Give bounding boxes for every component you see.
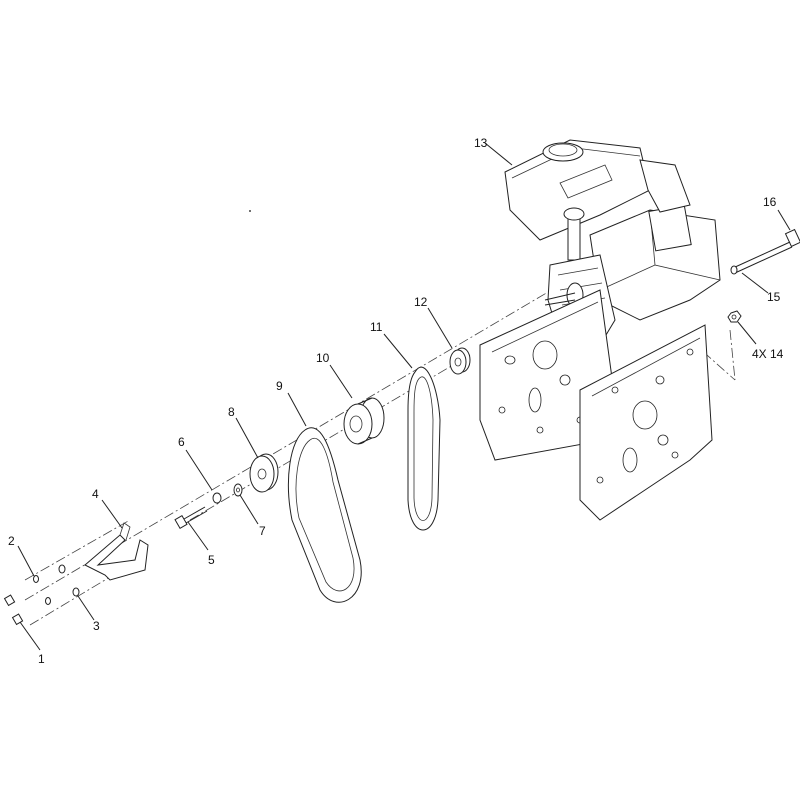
v-belt-long xyxy=(287,427,362,603)
fastener-set xyxy=(3,564,80,626)
callout-7: 7 xyxy=(259,524,266,538)
shoulder-bolt xyxy=(174,506,208,530)
callout-14: 4X 14 xyxy=(752,347,784,361)
cap-nut xyxy=(784,228,800,248)
engine-pulley xyxy=(449,347,471,375)
frame-plate-rear xyxy=(579,324,713,521)
callout-11: 11 xyxy=(370,320,383,334)
stray-mark xyxy=(249,210,251,212)
callout-6: 6 xyxy=(178,435,185,449)
v-belt-short xyxy=(407,366,441,531)
belt-guide-bracket xyxy=(84,522,149,581)
stud-rod xyxy=(730,241,793,275)
callout-labels: 2 1 3 4 5 6 7 8 9 10 11 12 13 4X 14 15 1… xyxy=(8,136,784,666)
callout-9: 9 xyxy=(276,379,283,393)
callout-15: 15 xyxy=(767,290,781,304)
callout-4: 4 xyxy=(92,487,99,501)
drive-pulley xyxy=(343,397,385,445)
callout-13: 13 xyxy=(474,136,488,150)
idler-pulley xyxy=(249,453,279,493)
engine xyxy=(504,139,721,346)
callout-12: 12 xyxy=(414,295,428,309)
spacer xyxy=(212,492,222,504)
hex-nut xyxy=(727,310,742,323)
callout-16: 16 xyxy=(763,195,777,209)
callout-5: 5 xyxy=(208,553,215,567)
washer xyxy=(233,483,243,497)
callout-1: 1 xyxy=(38,652,45,666)
leader-lines xyxy=(17,142,791,651)
callout-8: 8 xyxy=(228,405,235,419)
callout-3: 3 xyxy=(93,619,100,633)
callout-10: 10 xyxy=(316,351,330,365)
callout-2: 2 xyxy=(8,534,15,548)
